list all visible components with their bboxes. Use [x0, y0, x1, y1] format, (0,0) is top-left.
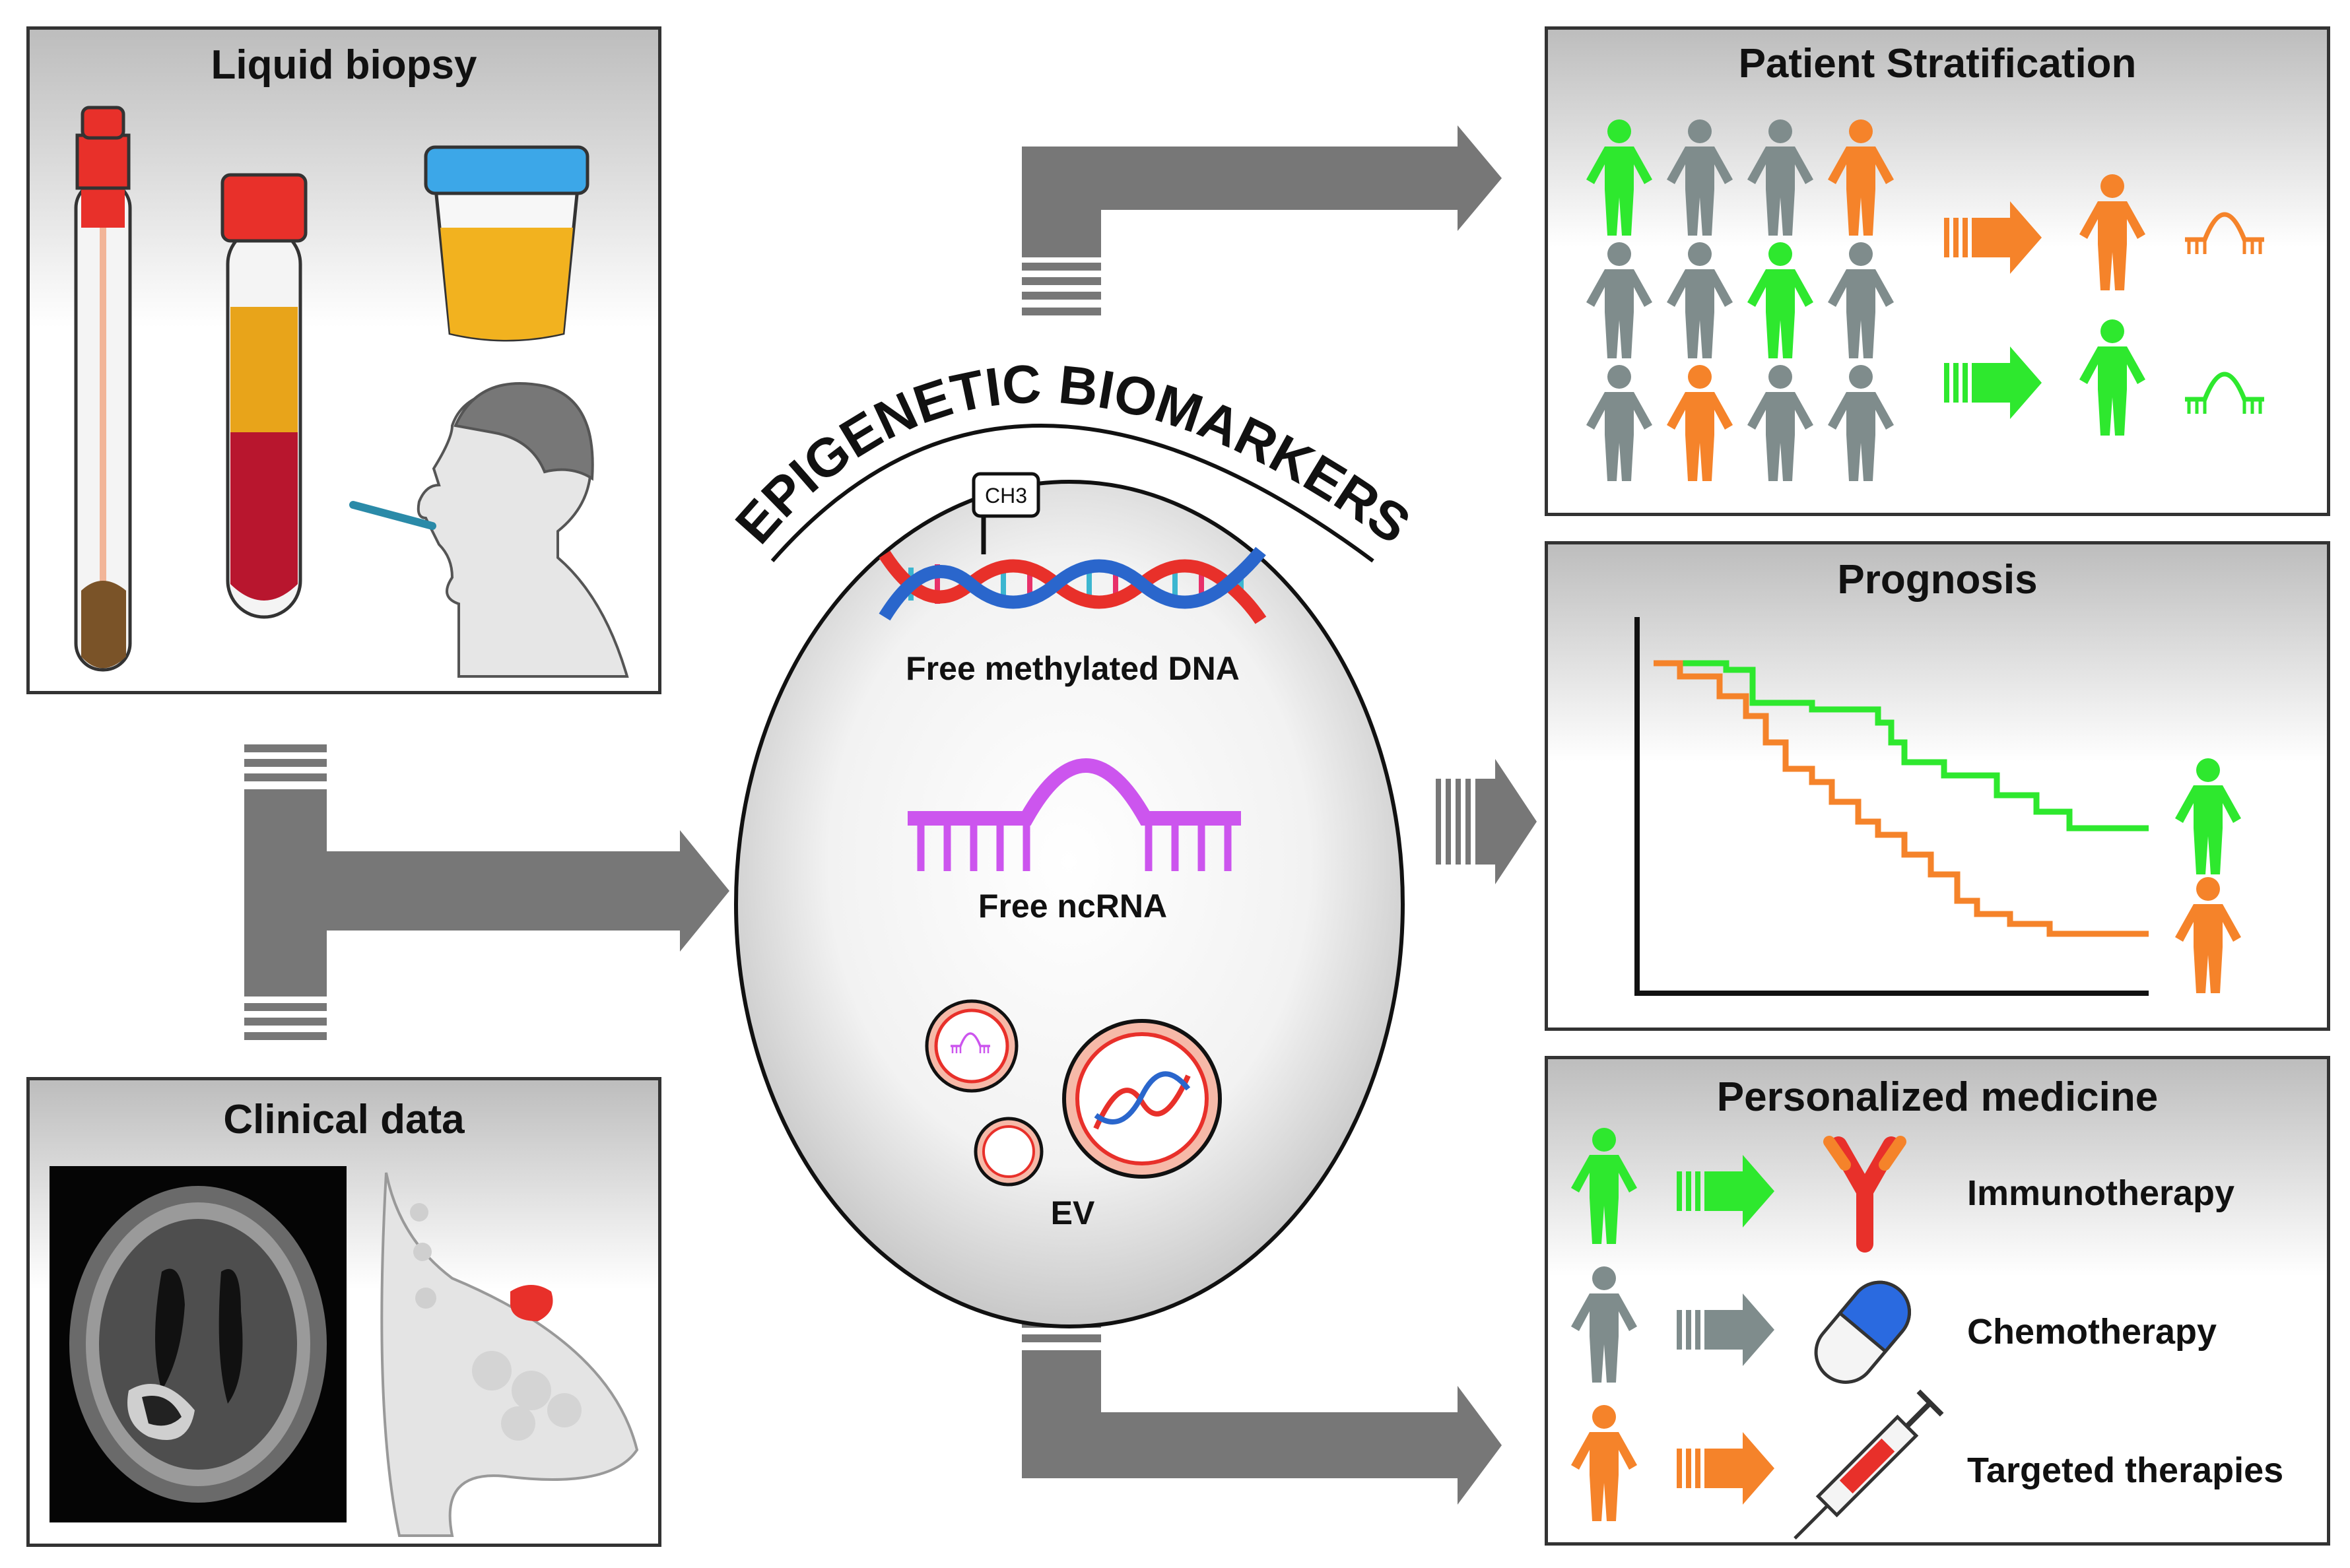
output-arrow-bottom — [1022, 1305, 1502, 1505]
clinical-data-title: Clinical data — [223, 1097, 465, 1142]
immunotherapy-arrow-icon — [1677, 1155, 1774, 1227]
patient-stratification-title: Patient Stratification — [1738, 41, 2137, 86]
orange-ncrna-icon — [2185, 214, 2264, 254]
liquid-biopsy-title: Liquid biopsy — [211, 42, 477, 88]
targeted-therapies-arrow-icon — [1677, 1432, 1774, 1505]
clinical-data-panel: Clinical data — [26, 1077, 661, 1547]
prognosis-panel: Prognosis — [1545, 541, 2330, 1031]
ev-vesicles-icon — [925, 999, 1222, 1187]
green-patient-icon — [2079, 319, 2145, 436]
orange-survival-curve — [1654, 660, 2149, 937]
chemotherapy-arrow-icon — [1677, 1293, 1774, 1366]
orange-patient-icon — [2079, 174, 2145, 290]
personalized-medicine-title: Personalized medicine — [1716, 1074, 2159, 1120]
dna-helix-icon — [879, 546, 1267, 624]
chemotherapy-label: Chemotherapy — [1967, 1312, 2217, 1352]
survival-axes — [1634, 617, 2149, 996]
liquid-biopsy-illustration — [74, 106, 629, 678]
dna-label: Free methylated DNA — [906, 650, 1240, 687]
immunotherapy-patient-icon — [1571, 1128, 1637, 1244]
ch3-label: CH3 — [985, 484, 1027, 507]
breast-tumor-icon — [380, 1172, 639, 1537]
green-ncrna-icon — [2185, 374, 2264, 414]
pill-capsule-icon — [1814, 1280, 1911, 1384]
blood-tube-icon — [220, 173, 308, 619]
orange-prognosis-patient-icon — [2175, 877, 2241, 993]
urine-cup-icon — [424, 145, 589, 342]
clinical-data-illustration — [50, 1166, 639, 1537]
targeted-therapies-patient-icon — [1571, 1405, 1637, 1521]
input-arrow — [244, 744, 729, 1040]
targeted-therapies-label: Targeted therapies — [1967, 1451, 2284, 1490]
prognosis-title: Prognosis — [1837, 557, 2038, 603]
antibody-icon — [1823, 1136, 1906, 1253]
ncrna-icon — [908, 758, 1241, 871]
syringe-icon — [1794, 1389, 1944, 1540]
stratification-illustration — [1586, 119, 2327, 481]
green-prognosis-patient-icon — [2175, 758, 2241, 874]
patient-grid — [1586, 119, 1894, 481]
orange-arrow-icon — [1944, 201, 2042, 274]
immunotherapy-label: Immunotherapy — [1967, 1173, 2235, 1213]
ch3-tag: CH3 — [972, 472, 1040, 554]
green-survival-curve — [1654, 660, 2149, 832]
personalized-medicine-illustration — [1571, 1128, 1944, 1540]
personalized-medicine-panel: Personalized medicine Immunotherapy Ch — [1545, 1056, 2330, 1546]
biomarker-oval — [734, 480, 1405, 1328]
title-underline — [770, 424, 1374, 563]
oral-swab-person-icon — [349, 382, 629, 678]
output-arrow-top — [1022, 125, 1502, 315]
green-arrow-icon — [1944, 346, 2042, 419]
brain-mri-image — [50, 1166, 347, 1522]
chemotherapy-patient-icon — [1571, 1266, 1637, 1383]
patient-stratification-panel: Patient Stratification — [1545, 26, 2330, 516]
output-arrow-middle — [1436, 759, 1537, 884]
ncrna-label: Free ncRNA — [978, 888, 1167, 925]
liquid-biopsy-panel: Liquid biopsy — [26, 26, 661, 694]
ev-label: EV — [1051, 1194, 1095, 1231]
survival-curve-illustration — [1634, 617, 2241, 996]
swab-tube-icon — [74, 106, 132, 672]
